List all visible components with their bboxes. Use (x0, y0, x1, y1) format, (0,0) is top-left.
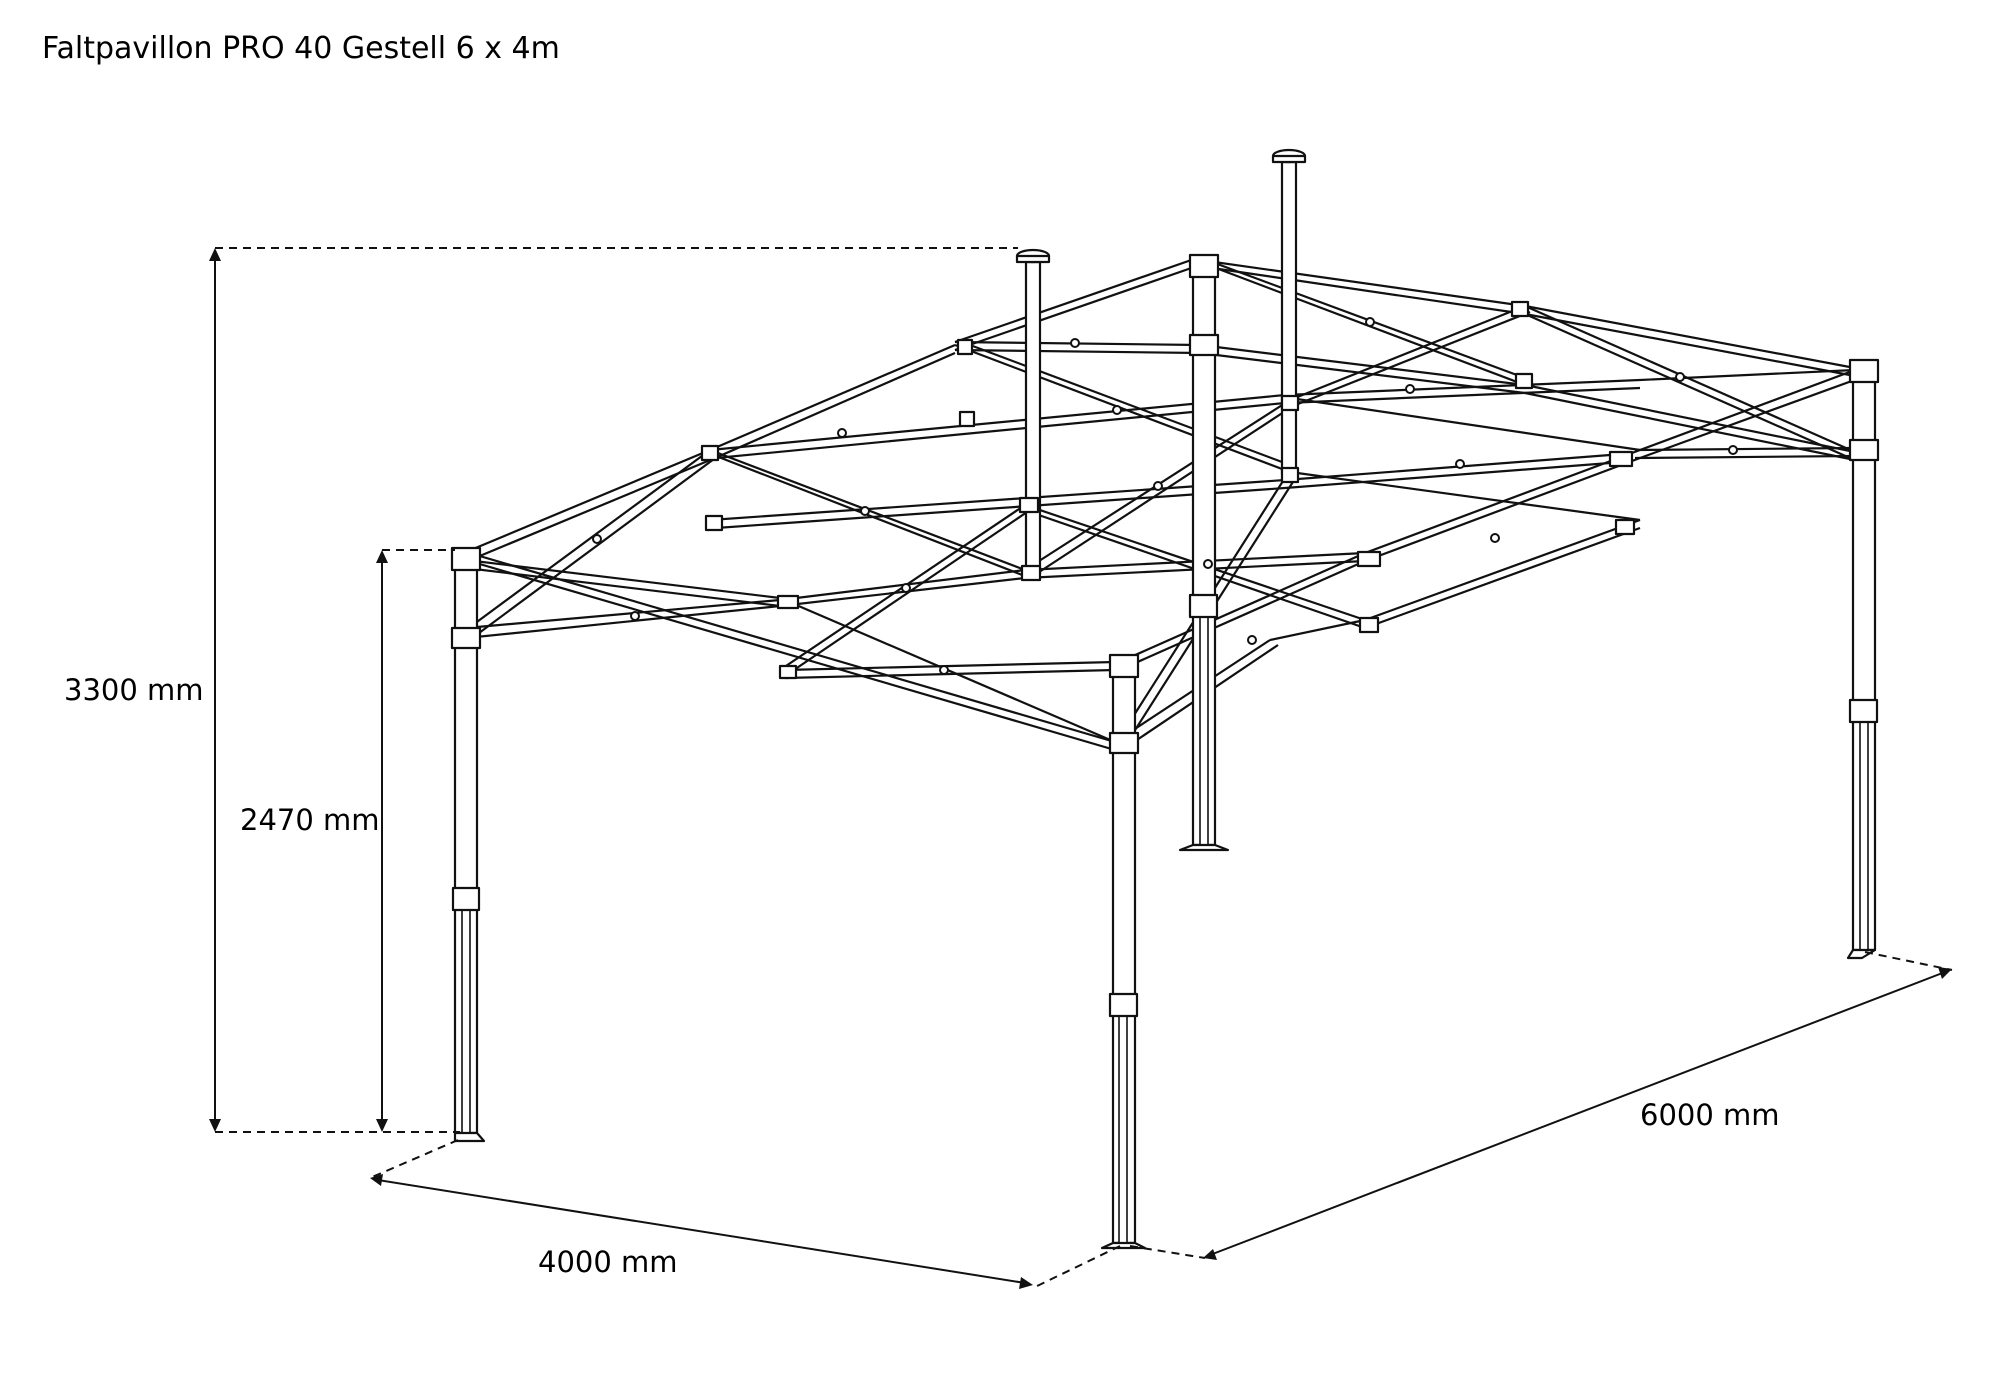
label-leg-height: 2470 mm (240, 803, 380, 837)
pavilion-frame (450, 148, 1880, 1250)
pivot-bolts (592, 317, 1738, 675)
dimension-length: 6000 mm (1129, 951, 1953, 1260)
label-total-height: 3300 mm (64, 673, 204, 707)
leg-back-center (1178, 253, 1230, 852)
dimension-total-height: 3300 mm (64, 247, 1018, 1133)
diagram-title: Faltpavillon PRO 40 Gestell 6 x 4m (42, 31, 560, 66)
center-pole-front (1015, 248, 1051, 576)
leg-front-left (450, 546, 486, 1143)
leg-back-right (1846, 358, 1880, 960)
label-length: 6000 mm (1640, 1098, 1780, 1132)
dimension-width: 4000 mm (369, 1139, 1121, 1289)
center-pole-back (1271, 148, 1307, 476)
scissor-diagonals (465, 260, 1861, 752)
dimension-leg-height: 2470 mm (240, 549, 455, 1132)
leg-front-center (1100, 653, 1147, 1250)
label-width: 4000 mm (538, 1245, 678, 1279)
roof-truss (465, 255, 1856, 680)
joint-connectors (700, 300, 1636, 680)
